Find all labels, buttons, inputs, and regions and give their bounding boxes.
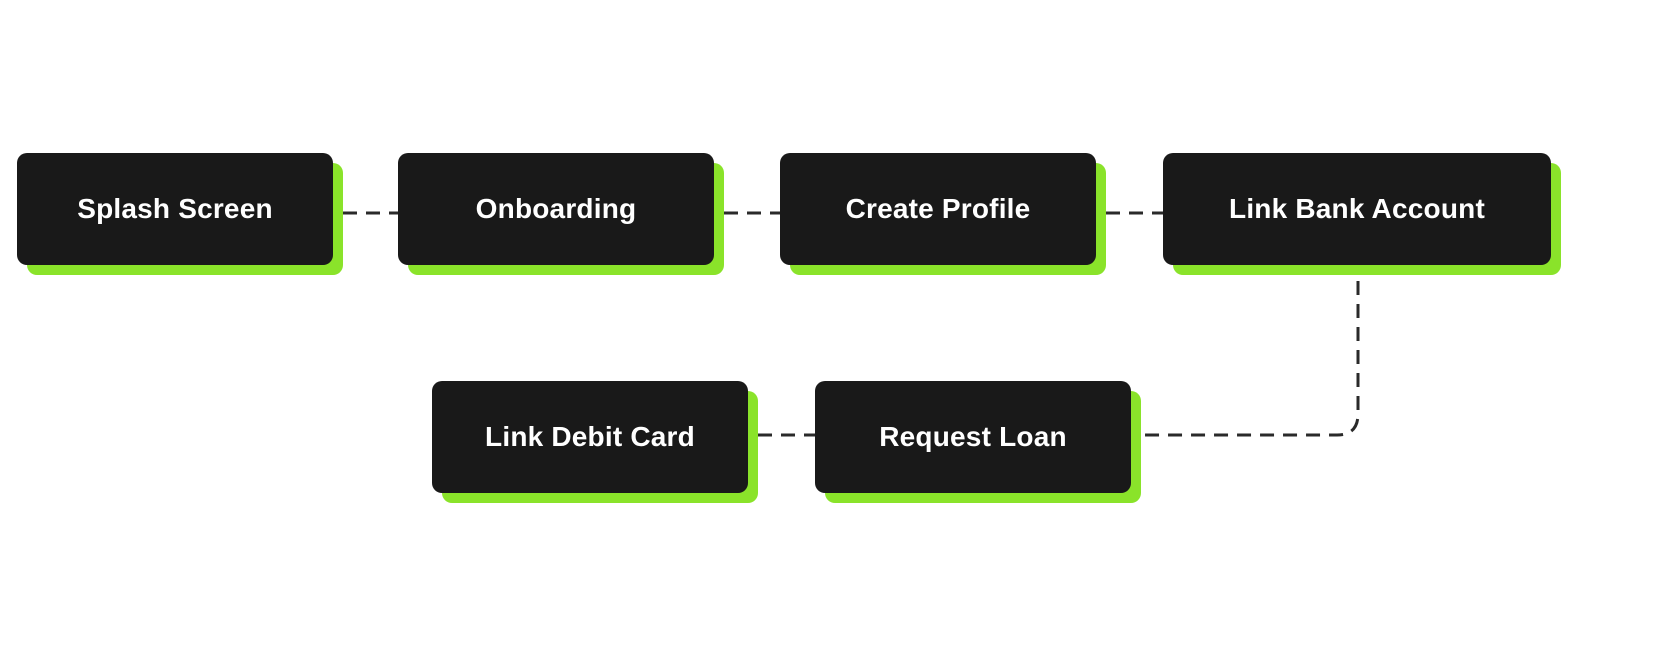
node-label: Create Profile — [845, 193, 1031, 224]
node-box: Link Debit Card — [432, 381, 748, 493]
node-label: Link Bank Account — [1229, 193, 1485, 224]
node-box: Create Profile — [780, 153, 1096, 265]
node-box: Link Bank Account — [1163, 153, 1551, 265]
connector-bank-loan — [1142, 281, 1360, 437]
node-label: Link Debit Card — [485, 421, 695, 452]
node-link-bank-account: Link Bank Account — [1163, 153, 1561, 275]
node-create-profile: Create Profile — [780, 153, 1106, 275]
node-splash-screen: Splash Screen — [17, 153, 343, 275]
node-request-loan: Request Loan — [815, 381, 1141, 503]
node-label: Onboarding — [475, 193, 637, 224]
node-label: Splash Screen — [77, 193, 273, 224]
node-box: Splash Screen — [17, 153, 333, 265]
node-box: Onboarding — [398, 153, 714, 265]
node-box: Request Loan — [815, 381, 1131, 493]
node-label: Request Loan — [879, 421, 1067, 452]
node-onboarding: Onboarding — [398, 153, 724, 275]
node-link-debit-card: Link Debit Card — [432, 381, 758, 503]
